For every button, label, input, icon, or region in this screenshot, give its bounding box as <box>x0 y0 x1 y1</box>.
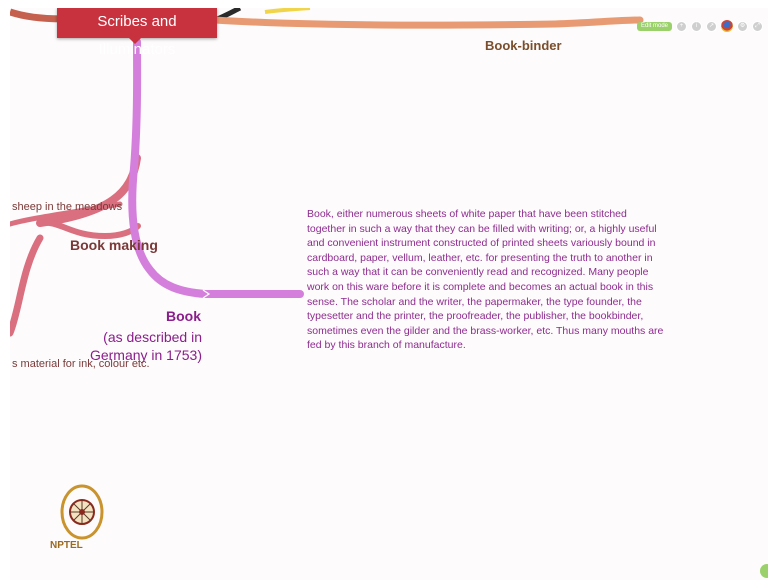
sheep-branch <box>10 201 123 227</box>
book-making-branch <box>37 219 141 240</box>
toolbar: Edit mode + i ↗ ⚙ ⤢ <box>637 18 764 34</box>
scribes-and-illuminators-tab[interactable]: Scribes and Illuminators <box>57 8 217 58</box>
edit-mode-badge[interactable]: Edit mode <box>637 21 673 31</box>
book-binder-node[interactable]: Book-binder <box>485 38 562 53</box>
book-description-note: Book, either numerous sheets of white pa… <box>307 208 664 352</box>
zoom-icon[interactable]: + <box>676 20 688 32</box>
top-yellow-branch <box>264 8 311 14</box>
avatar-icon[interactable] <box>721 20 734 32</box>
book-branch-vertical <box>128 38 209 298</box>
ink-material-node[interactable]: s material for ink, colour etc. <box>12 358 150 370</box>
fullscreen-icon[interactable]: ⤢ <box>752 20 764 32</box>
book-branch-arrow <box>202 289 211 299</box>
settings-icon[interactable]: ⚙ <box>737 20 749 32</box>
mindmap-canvas[interactable]: Scribes and Illuminators Book-binder she… <box>10 8 768 580</box>
info-icon[interactable]: i <box>691 20 703 32</box>
ink-branch <box>10 234 44 337</box>
sheep-node[interactable]: sheep in the meadows <box>12 201 123 213</box>
book-making-node[interactable]: Book making <box>70 237 158 253</box>
nptel-logo-text: NPTEL <box>50 540 83 551</box>
book-node[interactable]: Book <box>166 308 201 324</box>
share-icon[interactable]: ↗ <box>706 20 718 32</box>
book-binder-branch <box>211 16 644 29</box>
mindmap-branches <box>10 8 644 337</box>
nptel-logo <box>60 484 104 540</box>
help-icon[interactable] <box>760 564 768 578</box>
book-node-subtitle: (as described in Germany in 1753) <box>89 329 202 363</box>
